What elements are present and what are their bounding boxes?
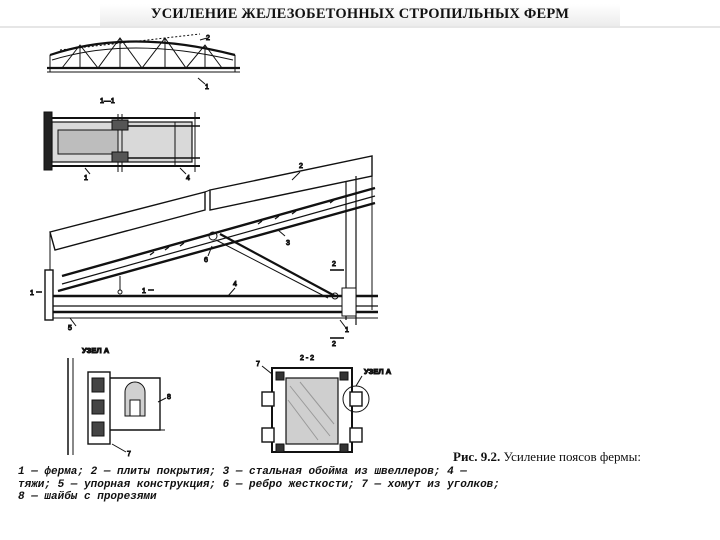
- figure-caption-text: Усиление поясов фермы:: [503, 449, 641, 464]
- label-1-mark: 1: [30, 290, 34, 297]
- label-7-section: 7: [256, 361, 260, 368]
- label-8-washer: 8: [167, 394, 171, 401]
- label-1-truss: 1: [345, 327, 349, 334]
- label-1-top: 1: [205, 84, 209, 91]
- right-blank-panel: [397, 28, 720, 448]
- label-section-2-2: 2 - 2: [300, 355, 314, 362]
- label-4-rod: 4: [233, 281, 237, 288]
- label-1-section: 1: [84, 175, 88, 182]
- truss-elevation: [36, 155, 378, 339]
- label-1-mark-mid: 1: [142, 288, 146, 295]
- figure-number: Рис. 9.2.: [453, 449, 501, 464]
- label-2-top: 2: [206, 35, 210, 42]
- label-6-rib: 6: [204, 257, 208, 264]
- figure-caption: Рис. 9.2. Усиление поясов фермы:: [453, 449, 641, 465]
- section-1-1: [43, 111, 200, 172]
- section-2-2: [261, 365, 370, 453]
- legend-line-3: 8 — шайбы с прорезями: [18, 491, 157, 503]
- label-node-a: УЗЕЛ А: [82, 346, 110, 355]
- legend-line-2: тяжи; 5 — упорная конструкция; 6 — ребро…: [18, 478, 500, 491]
- figure-legend: 1 — ферма; 2 — плиты покрытия; 3 — сталь…: [18, 466, 558, 504]
- label-4-section: 4: [186, 175, 190, 182]
- title-underline: [0, 26, 720, 28]
- node-a-detail: [67, 358, 167, 455]
- label-3-casing: 3: [286, 240, 290, 247]
- label-7-clamp: 7: [127, 451, 131, 458]
- label-section-1-1: 1—1: [100, 98, 115, 105]
- label-2-mark-bottom: 2: [332, 341, 336, 348]
- title-bar: УСИЛЕНИЕ ЖЕЛЕЗОБЕТОННЫХ СТРОПИЛЬНЫХ ФЕРМ: [100, 4, 620, 27]
- label-2-slab: 2: [299, 163, 303, 170]
- slide-title: УСИЛЕНИЕ ЖЕЛЕЗОБЕТОННЫХ СТРОПИЛЬНЫХ ФЕРМ: [150, 6, 570, 22]
- truss-overview: [47, 33, 240, 85]
- label-2-mark-top: 2: [332, 261, 336, 268]
- legend-line-1: 1 — ферма; 2 — плиты покрытия; 3 — сталь…: [18, 466, 467, 478]
- label-5-stop: 5: [68, 325, 72, 332]
- label-node-a-ref: УЗЕЛ А: [364, 367, 392, 376]
